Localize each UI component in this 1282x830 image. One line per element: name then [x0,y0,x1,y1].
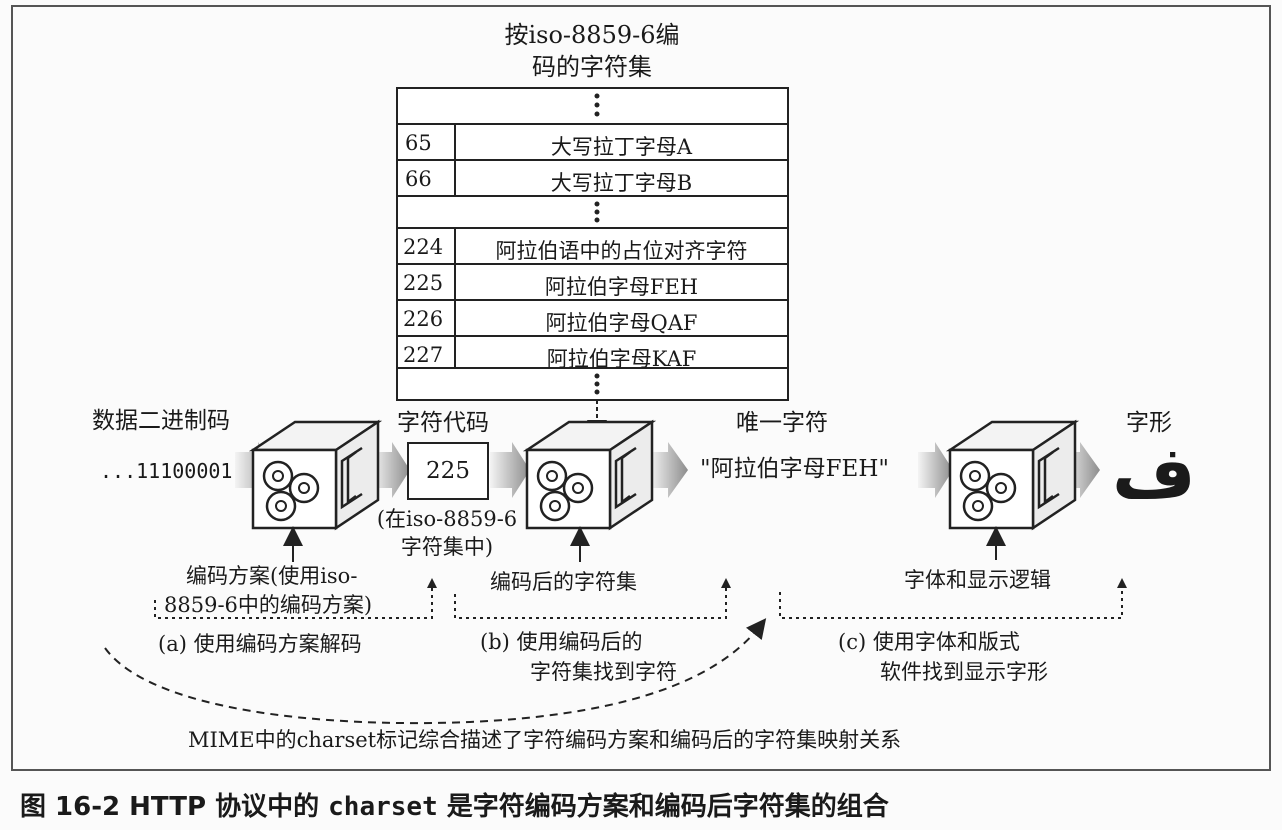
table-row-code: 65 [405,131,432,155]
step-a-label: (a) 使用编码方案解码 [158,632,362,656]
dotted-brackets [154,586,1123,619]
table-row-code: 225 [403,271,444,295]
table-title-line1: 按iso-8859-6编 [504,21,680,49]
encoding-scheme-line1: 编码方案(使用iso- [186,564,358,588]
char-code-value: 225 [426,458,470,484]
caption-keyword: charset [328,792,438,822]
big-arrow-2 [372,442,410,498]
char-code-box [407,442,489,500]
table-row-code: 227 [403,343,444,367]
big-arrow-3 [490,442,530,498]
glyph-title: 字形 [1126,410,1172,436]
big-arrow-4 [650,442,688,498]
table-row-desc: 阿拉伯字母FEH [544,275,699,299]
table-row-code: 224 [403,235,444,259]
dashed-curve [104,618,767,725]
step-c-line1: (c) 使用字体和版式 [838,630,1020,654]
step-b-line2: 字符集找到字符 [530,660,677,684]
table-row-code: 226 [403,307,444,331]
binary-value: ...11100001 [100,459,233,483]
figure-frame [11,5,1271,771]
unique-char-title: 唯一字符 [736,410,828,436]
table-row-desc: 大写拉丁字母B [550,171,693,195]
decoder-cube-3 [945,419,1080,531]
binary-title: 数据二进制码 [92,408,230,434]
table-row-desc: 大写拉丁字母A [550,135,693,159]
font-logic-label: 字体和显示逻辑 [904,568,1051,592]
unique-char-value: "阿拉伯字母FEH" [700,456,889,482]
table-row-desc: 阿拉伯语中的占位对齐字符 [495,239,748,263]
big-arrow-5 [918,442,953,498]
step-b-line1: (b) 使用编码后的 [480,630,643,654]
in-charset-line1: (在iso-8859-6 [376,507,518,531]
table-row-desc: 阿拉伯字母KAF [546,347,697,371]
char-code-title: 字符代码 [397,410,489,436]
mime-note: MIME中的charset标记综合描述了字符编码方案和编码后的字符集映射关系 [188,728,902,752]
charset-table [396,87,789,401]
decoder-cube-1 [248,419,383,531]
arabic-glyph: ف [1112,430,1196,514]
table-title-line2: 码的字符集 [532,53,652,81]
table-row-desc: 阿拉伯字母QAF [545,311,698,335]
encoding-scheme-line2: 8859-6中的编码方案) [164,593,373,617]
decoder-cube-2 [522,419,657,531]
table-ellipsis [594,93,600,395]
step-c-line2: 软件找到显示字形 [880,660,1048,684]
caption-prefix: 图 16-2 HTTP 协议中的 [20,792,329,822]
in-charset-line2: 字符集中) [400,535,494,559]
figure-caption: 图 16-2 HTTP 协议中的 charset 是字符编码方案和编码后字符集的… [20,786,889,823]
caption-suffix: 是字符编码方案和编码后字符集的组合 [437,792,889,822]
table-row-code: 66 [405,167,432,191]
encoded-charset-label: 编码后的字符集 [490,570,637,594]
